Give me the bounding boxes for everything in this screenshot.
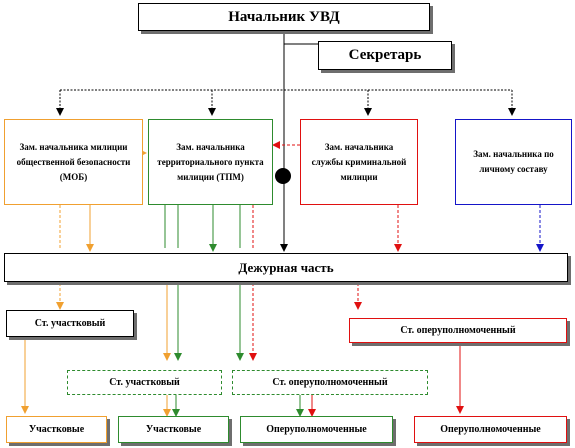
operatives-box-1: Оперуполномоченные <box>240 416 393 443</box>
deputy-tpm-label: Зам. начальника территориального пункта … <box>157 141 264 182</box>
precincts-box-1: Участковые <box>6 416 107 443</box>
deputy-personnel-box: Зам. начальника по личному составу <box>455 119 572 205</box>
sr-operative-right-box: Ст. оперуполномоченный <box>349 318 567 343</box>
duty-label: Дежурная часть <box>238 259 334 275</box>
precincts-box-2: Участковые <box>118 416 229 443</box>
deputy-mob-box: Зам. начальника милиции общественной без… <box>4 119 143 205</box>
operatives-box-2: Оперуполномоченные <box>414 416 567 443</box>
junction-dot <box>275 168 291 184</box>
precincts-label-1: Участковые <box>28 424 85 435</box>
sr-precinct-left-label: Ст. участковый <box>34 318 106 329</box>
duty-box: Дежурная часть <box>4 253 568 282</box>
deputy-crim-box: Зам. начальника службы криминальной мили… <box>300 119 418 205</box>
sr-precinct-left-box: Ст. участковый <box>6 310 134 337</box>
head-label: Начальник УВД <box>228 8 340 25</box>
deputy-personnel-label: Зам. начальника по личному составу <box>473 149 554 174</box>
deputy-crim-label: Зам. начальника службы криминальной мили… <box>311 141 407 182</box>
head-box: Начальник УВД <box>138 3 430 31</box>
sr-operative-mid-label: Ст. оперуполномоченный <box>272 377 388 388</box>
precincts-label-2: Участковые <box>145 424 202 435</box>
sr-operative-right-label: Ст. оперуполномоченный <box>400 325 516 336</box>
operatives-label-2: Оперуполномоченные <box>440 424 541 435</box>
secretary-box: Секретарь <box>318 41 452 70</box>
secretary-label: Секретарь <box>348 47 422 63</box>
deputy-tpm-box: Зам. начальника территориального пункта … <box>148 119 273 205</box>
deputy-mob-label: Зам. начальника милиции общественной без… <box>16 141 131 182</box>
sr-operative-mid-box: Ст. оперуполномоченный <box>232 370 428 395</box>
sr-precinct-mid-box: Ст. участковый <box>67 370 222 395</box>
sr-precinct-mid-label: Ст. участковый <box>109 377 180 388</box>
operatives-label-1: Оперуполномоченные <box>266 424 367 435</box>
